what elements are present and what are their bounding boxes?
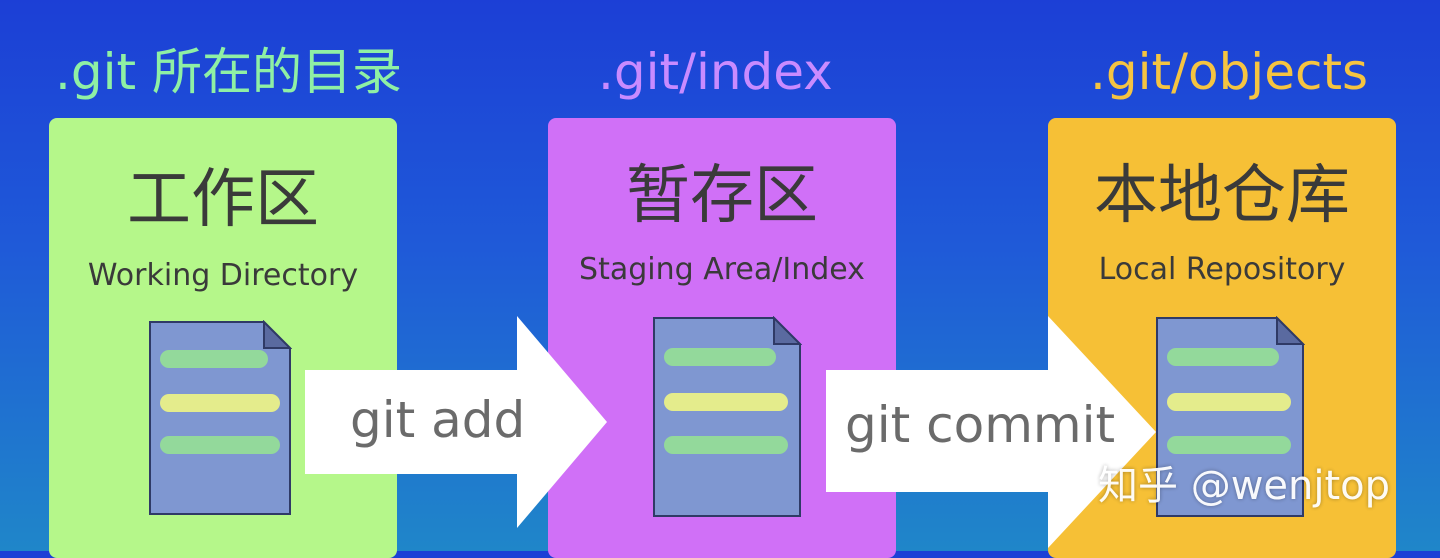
file-document-icon <box>149 320 292 515</box>
git-commit-arrow <box>826 316 1156 548</box>
stage-title-zh: 本地仓库 <box>1094 159 1350 233</box>
git-add-label: git add <box>350 391 526 449</box>
file-document-icon <box>653 316 802 517</box>
stage-title-zh: 暂存区 <box>626 159 818 233</box>
stage-path-label-staging: .git/index <box>598 43 833 101</box>
stage-path-label-working: .git 所在的目录 <box>55 43 403 101</box>
stage-title-en: Staging Area/Index <box>579 252 865 287</box>
file-document-icon <box>1156 316 1305 517</box>
git-add-arrow <box>305 316 607 528</box>
stage-title-zh: 工作区 <box>127 163 319 237</box>
git-commit-label: git commit <box>845 396 1116 454</box>
zhihu-watermark: 知乎 @wenjtop <box>1098 463 1391 509</box>
stage-path-label-repository: .git/objects <box>1090 43 1369 101</box>
stage-title-en: Working Directory <box>87 258 359 293</box>
stage-title-en: Local Repository <box>1098 252 1346 287</box>
